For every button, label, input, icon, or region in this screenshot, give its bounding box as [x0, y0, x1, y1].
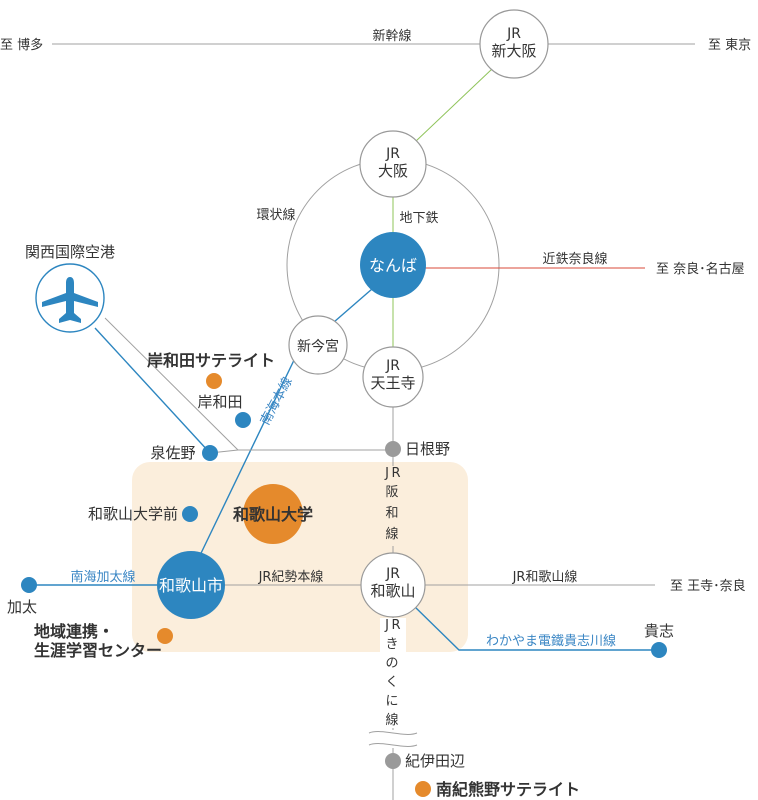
station-wakayama: JR 和歌山	[360, 552, 426, 618]
dest-nara-nagoya: 至 奈良･名古屋	[656, 261, 745, 277]
shinkansen-label: 新幹線	[372, 28, 411, 44]
airport-jr-line	[104, 317, 239, 451]
station-dot-univ-mae	[182, 506, 198, 522]
svg-text:阪: 阪	[385, 485, 398, 500]
dest-tokyo: 至 東京	[708, 37, 751, 53]
label-community-center-1: 地域連携・	[34, 622, 114, 641]
station-dot-kishiwada	[235, 412, 251, 428]
svg-text:天王寺: 天王寺	[370, 374, 415, 392]
svg-text:新今宮: 新今宮	[297, 339, 339, 355]
label-wakayama-university: 和歌山大学	[233, 505, 313, 524]
svg-text:J: J	[384, 618, 389, 633]
nankai-main-line-2	[190, 355, 297, 575]
svg-text:新大阪: 新大阪	[491, 42, 536, 60]
svg-text:JR: JR	[385, 358, 400, 374]
jr-kinokuni-label: J R き の く に 線	[380, 618, 406, 728]
label-nanki-kumano-satellite: 南紀熊野サテライト	[436, 780, 580, 799]
kishigawa-line	[413, 605, 659, 651]
jr-kisei-label: JR紀勢本線	[258, 569, 324, 585]
line-break-mark	[368, 731, 418, 747]
label-kishiwada-satellite: 岸和田サテライト	[147, 351, 275, 370]
station-dot-hineno	[385, 441, 401, 457]
label-izumisano: 泉佐野	[150, 444, 195, 462]
kishigawa-label: わかやま電鐵貴志川線	[486, 633, 616, 649]
label-community-center-2: 生涯学習センター	[34, 641, 162, 660]
station-dot-izumisano	[202, 445, 218, 461]
nankai-main-line-1	[333, 288, 373, 323]
svg-text:き: き	[385, 637, 398, 652]
svg-text:和歌山市: 和歌山市	[159, 576, 223, 595]
svg-text:JR: JR	[385, 146, 400, 162]
label-kii-tanabe: 紀伊田辺	[405, 752, 465, 770]
shin-osaka-osaka-line	[414, 68, 493, 143]
svg-text:R: R	[391, 618, 400, 633]
svg-text:JR: JR	[385, 566, 400, 582]
svg-text:大阪: 大阪	[378, 162, 408, 180]
svg-text:線: 線	[385, 712, 398, 728]
label-kishi: 貴志	[644, 622, 674, 640]
nankai-kada-label: 南海加太線	[70, 569, 135, 585]
community-center-dot	[157, 628, 173, 644]
svg-text:JR: JR	[506, 26, 521, 42]
svg-text:なんば: なんば	[369, 256, 417, 275]
kishiwada-satellite-dot	[206, 373, 222, 389]
dest-hakata: 至 博多	[0, 37, 43, 53]
svg-text:線: 線	[385, 526, 398, 542]
nankai-main-label: 南海本線	[257, 374, 296, 427]
svg-text:に: に	[385, 694, 398, 709]
svg-text:和: 和	[385, 506, 398, 521]
station-tennoji: JR 天王寺	[362, 346, 424, 408]
station-osaka: JR 大阪	[359, 130, 427, 198]
svg-text:の: の	[385, 656, 398, 671]
label-hineno: 日根野	[405, 440, 450, 458]
label-kada: 加太	[7, 598, 37, 616]
svg-text:R: R	[391, 466, 400, 481]
loop-line-label: 環状線	[256, 207, 295, 223]
station-dot-kii-tanabe	[385, 753, 401, 769]
wakayama-university-dot	[243, 484, 303, 544]
station-wakayamashi: 和歌山市	[157, 551, 225, 619]
station-namba: なんば	[360, 232, 426, 298]
airport-marker	[35, 263, 105, 333]
label-kansai-airport: 関西国際空港	[25, 243, 115, 261]
subway-label: 地下鉄	[399, 211, 438, 226]
dest-oji-nara: 至 王寺･奈良	[670, 578, 746, 594]
svg-text:く: く	[385, 675, 398, 690]
nanki-kumano-satellite-dot	[415, 781, 431, 797]
station-shin-osaka: JR 新大阪	[479, 9, 549, 79]
label-univ-mae: 和歌山大学前	[88, 505, 178, 523]
station-shin-imamiya: 新今宮	[288, 315, 348, 375]
kintetsu-nara-label: 近鉄奈良線	[542, 251, 607, 267]
jr-wakayama-label: JR和歌山線	[512, 569, 578, 585]
svg-text:和歌山: 和歌山	[370, 582, 415, 600]
svg-text:J: J	[384, 466, 389, 481]
airport-line	[94, 327, 211, 454]
jr-hanwa-label: J R 阪 和 線	[380, 466, 406, 546]
airplane-icon	[42, 277, 98, 323]
label-kishiwada: 岸和田	[197, 393, 242, 411]
station-dot-kishi	[651, 642, 667, 658]
station-dot-kada	[21, 577, 37, 593]
